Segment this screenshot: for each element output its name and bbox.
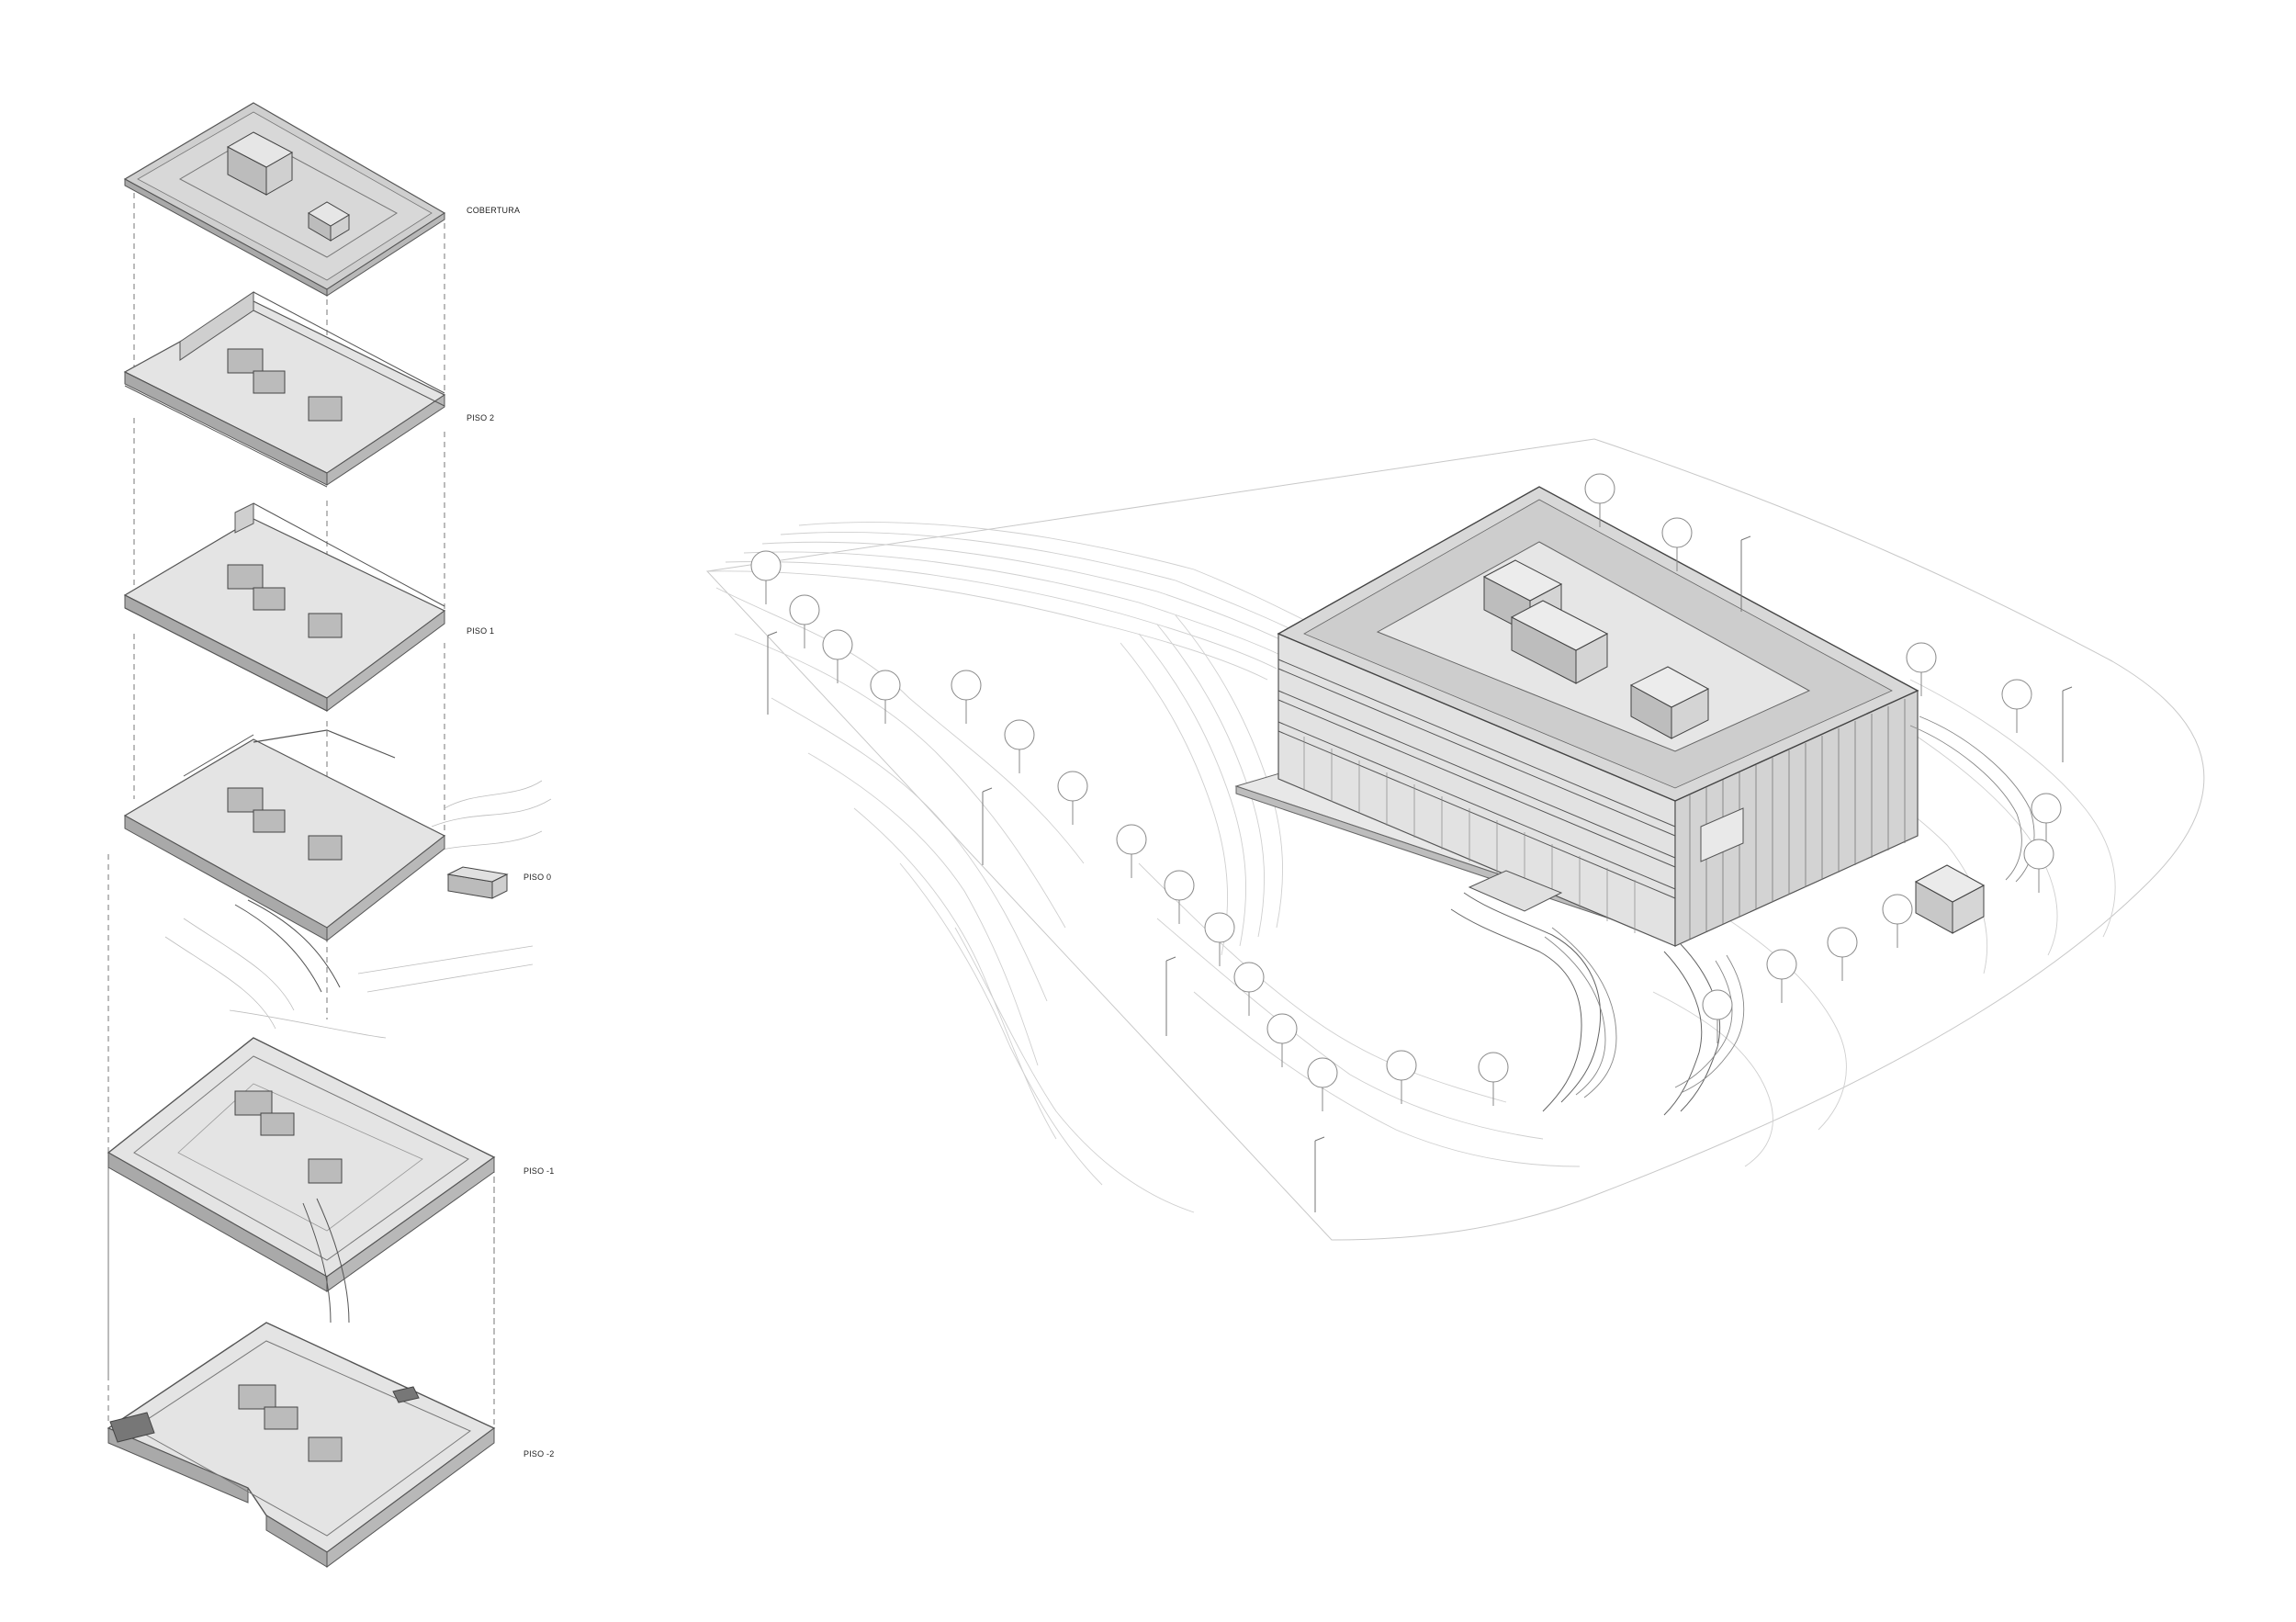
tree-icon xyxy=(1827,927,1858,981)
service-building xyxy=(1914,864,1986,934)
tree-icon xyxy=(1057,771,1088,825)
site-boundary xyxy=(705,438,2205,1241)
level-label-piso-0: PISO 0 xyxy=(523,873,551,882)
exploded-floor-stack: COBERTURA PISO 2 xyxy=(107,102,554,1568)
tree-icon xyxy=(789,594,820,648)
level-label-piso-minus-1: PISO -1 xyxy=(523,1166,554,1176)
tree-icon xyxy=(1266,1013,1298,1067)
facade-fins xyxy=(1689,699,1906,939)
trees xyxy=(750,473,2062,1111)
tree-icon xyxy=(2023,839,2054,893)
tree-icon xyxy=(822,629,853,683)
main-building xyxy=(1277,486,1919,947)
street-lamps xyxy=(767,535,2073,1212)
tree-icon xyxy=(1906,642,1937,696)
tree-icon xyxy=(1004,719,1035,773)
tree-icon xyxy=(2031,793,2062,847)
level-piso-minus-1: PISO -1 xyxy=(107,1037,554,1324)
entrance-canopy xyxy=(1468,870,1563,912)
level-piso-minus-2: PISO -2 xyxy=(107,1322,554,1568)
level-piso-2: PISO 2 xyxy=(123,291,494,488)
tree-icon xyxy=(1661,517,1693,571)
lamp-icon xyxy=(767,631,778,715)
lamp-icon xyxy=(1165,956,1176,1036)
mullions xyxy=(1303,737,1636,933)
tree-icon xyxy=(2001,679,2032,733)
tree-icon xyxy=(1702,989,1733,1043)
level-piso-1: PISO 1 xyxy=(123,502,494,712)
lamp-icon xyxy=(1314,1136,1325,1212)
tree-icon xyxy=(750,550,782,604)
lamp-icon xyxy=(2062,686,2073,762)
level-piso-0: PISO 0 xyxy=(123,729,552,1039)
tree-icon xyxy=(1204,912,1235,966)
tree-icon xyxy=(1386,1050,1417,1104)
lamp-icon xyxy=(982,787,993,865)
tree-icon xyxy=(1233,962,1265,1016)
tree-icon xyxy=(951,670,982,724)
tree-icon xyxy=(1307,1057,1338,1111)
level-label-piso-1: PISO 1 xyxy=(467,626,494,636)
level-label-cobertura: COBERTURA xyxy=(467,206,520,215)
level-label-piso-minus-2: PISO -2 xyxy=(523,1449,554,1459)
tree-icon xyxy=(1584,473,1615,527)
tree-icon xyxy=(870,670,901,724)
tree-icon xyxy=(1164,870,1195,924)
tree-icon xyxy=(1478,1052,1509,1106)
entrance-ramps xyxy=(1450,892,1721,1116)
lamp-icon xyxy=(1740,535,1751,612)
tree-icon xyxy=(1882,894,1913,948)
tree-icon xyxy=(1766,949,1797,1003)
level-cobertura: COBERTURA xyxy=(123,102,520,297)
site-axonometric xyxy=(705,438,2205,1241)
window-bands xyxy=(1277,659,1676,899)
level-label-piso-2: PISO 2 xyxy=(467,413,494,422)
tree-icon xyxy=(1116,824,1147,878)
